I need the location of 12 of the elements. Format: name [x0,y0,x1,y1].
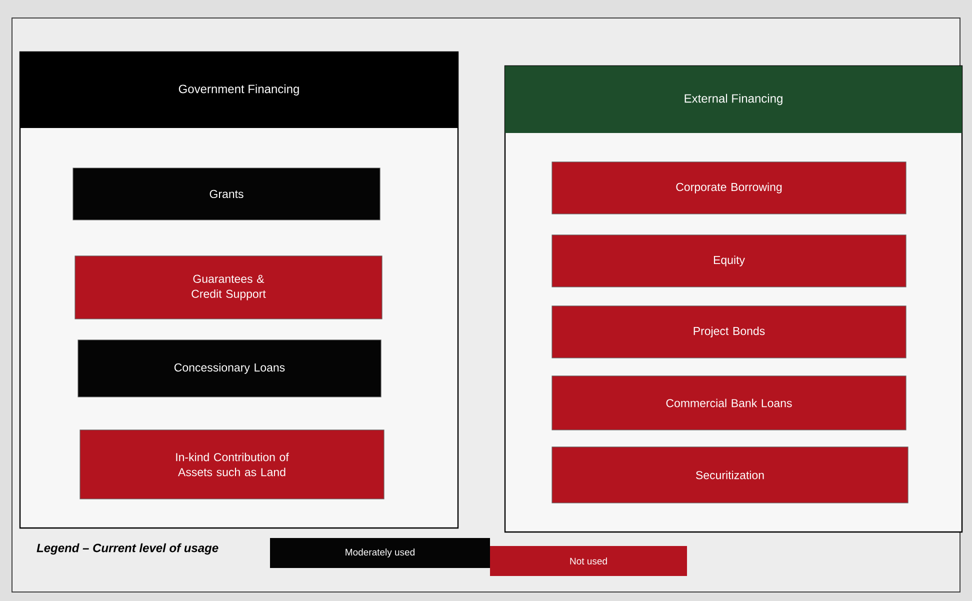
legend-title: Legend – Current level of usage [36,543,218,555]
category-box: Securitization [552,446,908,504]
legend-text: Moderately used [346,548,414,558]
category-box: Project Bonds [552,306,906,358]
category-box: In-kind Contribution of Assets such as Land [80,430,384,500]
category-box: Concessionary Loans [78,340,382,398]
category-box: Grants [72,168,380,220]
legend-text: Not used [570,558,607,564]
category-box: Corporate Borrowing [552,162,906,214]
category-box: Commercial Bank Loans [552,376,906,430]
category-box: Guarantees & Credit Support [74,256,382,320]
category-box: Equity [552,234,906,288]
